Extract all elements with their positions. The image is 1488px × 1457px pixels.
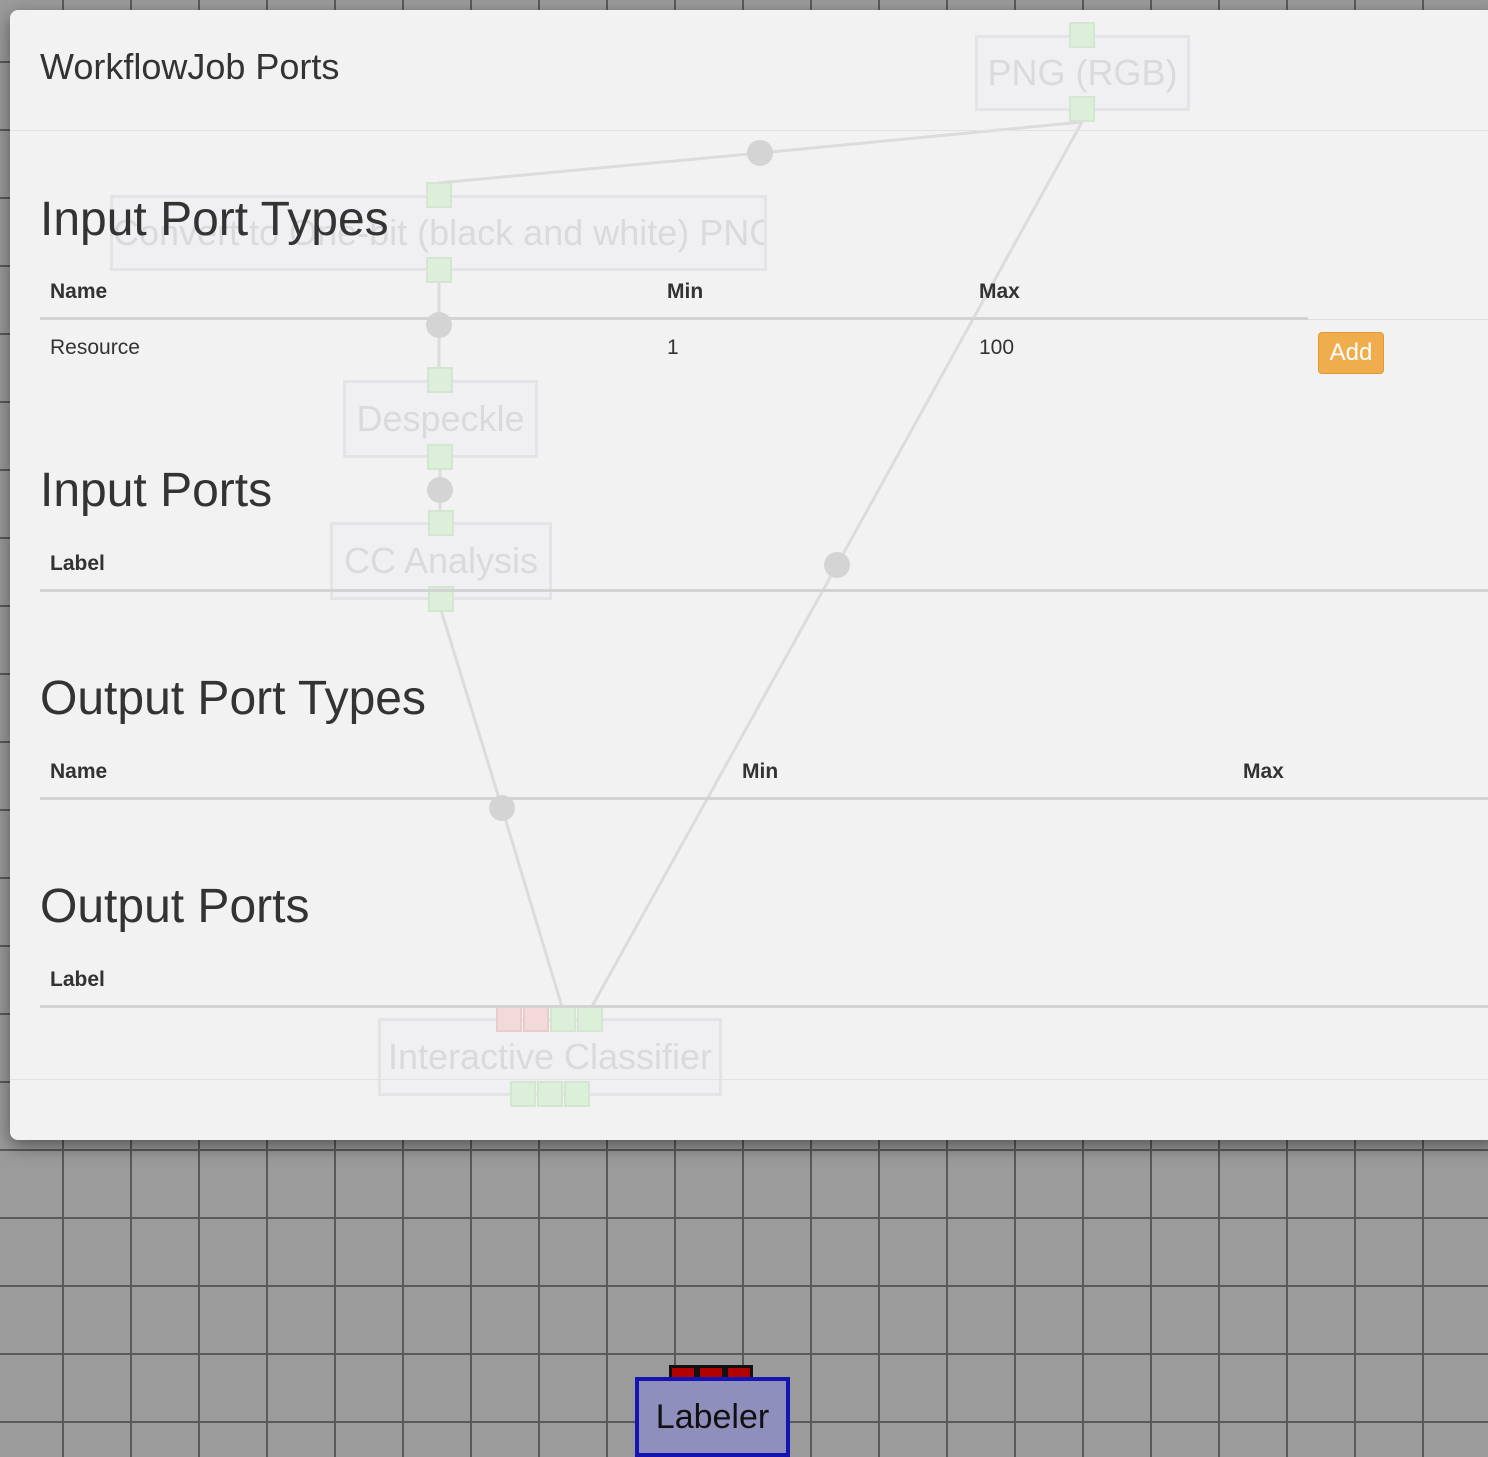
input-ports-col-label: Label xyxy=(50,552,105,575)
output-port-types-col-min: Min xyxy=(742,760,779,783)
ghost-workflow-links xyxy=(426,120,1084,1011)
dialog-title: WorkflowJob Ports xyxy=(40,46,340,87)
ghost-port xyxy=(523,1006,549,1032)
ghost-port xyxy=(550,1006,576,1032)
output-port-types-col-max: Max xyxy=(1243,760,1284,783)
output-ports-col-label: Label xyxy=(50,968,105,991)
input-port-type-min: 1 xyxy=(667,336,679,359)
ghost-port xyxy=(428,510,454,536)
ghost-port xyxy=(427,367,453,393)
output-ports-heading: Output Ports xyxy=(40,880,310,933)
ghost-port xyxy=(564,1081,590,1107)
output-port-types-col-name: Name xyxy=(50,760,108,783)
ghost-node-png-rgb: PNG (RGB) xyxy=(975,35,1190,111)
input-port-type-name: Resource xyxy=(50,336,140,359)
ghost-port xyxy=(426,257,452,283)
ghost-node-despeckle: Despeckle xyxy=(343,380,538,458)
ghost-port xyxy=(426,182,452,208)
input-port-types-col-min: Min xyxy=(667,280,704,303)
ghost-port xyxy=(1069,96,1095,122)
ghost-port xyxy=(496,1006,522,1032)
output-port-types-header-rule xyxy=(40,797,1488,800)
ghost-port xyxy=(427,444,453,470)
input-port-types-header-rule xyxy=(40,317,1308,320)
input-ports-header-rule xyxy=(40,589,1488,592)
input-ports-heading: Input Ports xyxy=(40,464,273,517)
input-port-types-heading: Input Port Types xyxy=(40,193,389,246)
title-divider xyxy=(10,130,1488,131)
output-ports-header-rule xyxy=(40,1005,1488,1008)
labeler-node[interactable]: Labeler xyxy=(635,1377,790,1457)
input-port-type-max: 100 xyxy=(979,336,1015,359)
ghost-node-interactive-classifier: Interactive Classifier xyxy=(378,1018,722,1096)
workflowjob-ports-dialog: PNG (RGB) Convert to One-bit (black and … xyxy=(10,10,1488,1140)
output-port-types-heading: Output Port Types xyxy=(40,672,426,725)
ghost-port xyxy=(577,1006,603,1032)
footer-divider xyxy=(10,1079,1488,1080)
input-port-types-header-rule-extension xyxy=(1308,319,1488,320)
ghost-port xyxy=(1069,22,1095,48)
ghost-port xyxy=(537,1081,563,1107)
input-port-types-col-max: Max xyxy=(979,280,1020,303)
add-input-port-button[interactable]: Add xyxy=(1318,332,1384,374)
ghost-port xyxy=(510,1081,536,1107)
input-port-types-col-name: Name xyxy=(50,280,108,303)
